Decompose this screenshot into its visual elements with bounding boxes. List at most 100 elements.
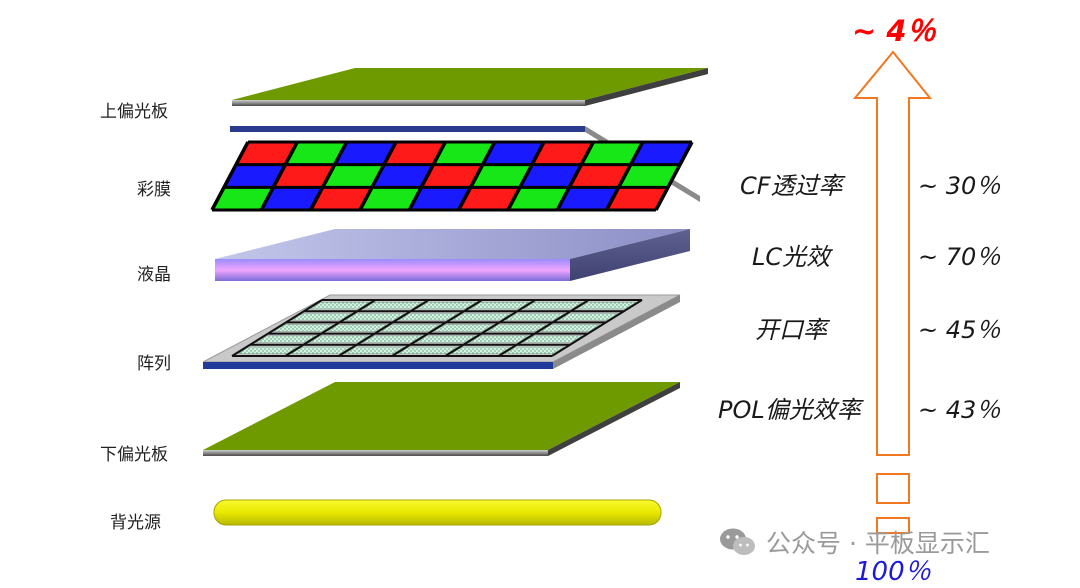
color-filter-subpixel	[372, 164, 434, 188]
array-pixel-cell	[522, 301, 584, 310]
array-pixel-cell	[309, 301, 371, 310]
color-filter-subpixel	[421, 164, 483, 188]
array-pixel-cell	[361, 335, 423, 343]
layer-label-lower-polarizer: 下偏光板	[100, 445, 168, 465]
color-filter-subpixel	[618, 164, 680, 188]
black-matrix-line	[457, 141, 497, 211]
color-filter-subpixel	[212, 187, 274, 210]
array-pixel-cell	[468, 335, 530, 343]
array-pixel-cell	[521, 335, 583, 343]
color-filter-subpixel	[470, 164, 532, 188]
array-data-line	[391, 299, 483, 357]
array-pixel-cell	[397, 346, 459, 355]
color-filter-subpixel	[384, 142, 446, 165]
color-filter-subpixel	[581, 142, 643, 165]
color-filter-subpixel	[433, 142, 495, 165]
black-matrix-line	[555, 141, 595, 211]
array-data-line	[444, 299, 536, 357]
metric-label-aperture-ratio: 开口率	[755, 316, 827, 344]
array-pixel-cell	[397, 313, 459, 321]
efficiency-arrow	[852, 50, 933, 534]
array-pixel-cell	[415, 335, 477, 343]
color-filter-subpixel	[273, 164, 335, 188]
array-pixel-cell	[433, 324, 495, 332]
metric-value-lc-efficiency: ~ 70％	[918, 243, 1001, 271]
color-filter-subpixel	[285, 142, 347, 165]
array-pixel-cell	[290, 346, 352, 355]
array-pixel-cell	[450, 346, 512, 355]
metric-value-aperture-ratio: ~ 45％	[918, 316, 1001, 344]
liquid-crystal-layer	[215, 229, 690, 281]
array-pixel-cell	[415, 301, 477, 310]
array-pixel-cell	[539, 324, 601, 332]
array-pixel-cell	[469, 301, 531, 310]
array-data-line	[551, 299, 643, 357]
color-filter-subpixel	[606, 187, 668, 210]
array-pixel-cell	[255, 335, 317, 343]
layer-label-array: 阵列	[137, 354, 171, 374]
metric-value-pol-efficiency: ~ 43％	[918, 396, 1001, 424]
metric-label-cf-transmittance: CF透过率	[740, 172, 843, 200]
upper-polarizer-plate	[232, 68, 708, 106]
array-pixel-cell	[486, 324, 548, 332]
metric-value-cf-transmittance: ~ 30％	[918, 172, 1001, 200]
array-pixel-cell	[344, 313, 406, 321]
color-filter-subpixel	[482, 142, 544, 165]
black-matrix-line	[506, 141, 546, 211]
color-filter-subpixel	[532, 142, 594, 165]
color-filter-subpixel	[322, 164, 384, 188]
wechat-icon	[720, 528, 755, 555]
color-filter-subpixel	[520, 164, 582, 188]
array-pixel-cell	[273, 324, 335, 332]
array-pixel-cell	[326, 324, 388, 332]
watermark-text: 公众号 · 平板显示汇	[766, 529, 990, 558]
array-data-line	[338, 299, 430, 357]
layer-label-upper-polarizer: 上偏光板	[100, 102, 168, 122]
color-filter-subpixel	[569, 164, 631, 188]
color-filter-subpixel	[261, 187, 323, 210]
color-filter-subpixel	[409, 187, 471, 210]
array-pixel-cell	[308, 335, 370, 343]
color-filter-subpixel	[630, 142, 692, 165]
array-data-line	[284, 299, 376, 357]
black-matrix-line	[358, 141, 398, 211]
output-efficiency: ~ 4％	[852, 14, 936, 48]
lower-polarizer-plate	[203, 382, 680, 456]
array-pixel-cell	[504, 313, 566, 321]
array-data-line	[231, 299, 323, 357]
array-pixel-cell	[451, 313, 513, 321]
black-matrix-line	[259, 141, 299, 211]
array-pixel-cell	[557, 313, 619, 321]
layer-label-backlight: 背光源	[110, 513, 161, 533]
color-filter-subpixel	[334, 142, 396, 165]
color-filter-subpixel	[360, 187, 422, 210]
black-matrix-line	[605, 141, 645, 211]
watermark: 公众号 · 平板显示汇	[718, 522, 990, 562]
array-pixel-cell	[575, 301, 637, 310]
black-matrix-line	[309, 141, 349, 211]
layer-label-color-filter: 彩膜	[137, 180, 171, 200]
array-substrate	[202, 294, 681, 369]
color-filter-subpixel	[508, 187, 570, 210]
color-filter-subpixel	[557, 187, 619, 210]
backlight-tube	[213, 499, 662, 526]
black-matrix-line	[210, 141, 250, 211]
array-pixel-cell	[379, 324, 441, 332]
layer-label-liquid-crystal: 液晶	[137, 265, 171, 285]
array-pixel-cell	[503, 346, 565, 355]
array-data-line	[498, 299, 590, 357]
color-filter-plate	[210, 126, 700, 212]
array-pixel-cell	[291, 313, 353, 321]
color-filter-subpixel	[224, 164, 286, 188]
color-filter-subpixel	[236, 142, 298, 165]
black-matrix-line	[654, 141, 694, 211]
array-pixel-cell	[362, 301, 424, 310]
array-pixel-cell	[237, 346, 299, 355]
metric-label-pol-efficiency: POL偏光效率	[718, 396, 861, 424]
color-filter-subpixel	[458, 187, 520, 210]
array-pixel-cell	[343, 346, 405, 355]
color-filter-subpixel	[310, 187, 372, 210]
metric-label-lc-efficiency: LC光效	[752, 243, 831, 271]
black-matrix-line	[407, 141, 447, 211]
